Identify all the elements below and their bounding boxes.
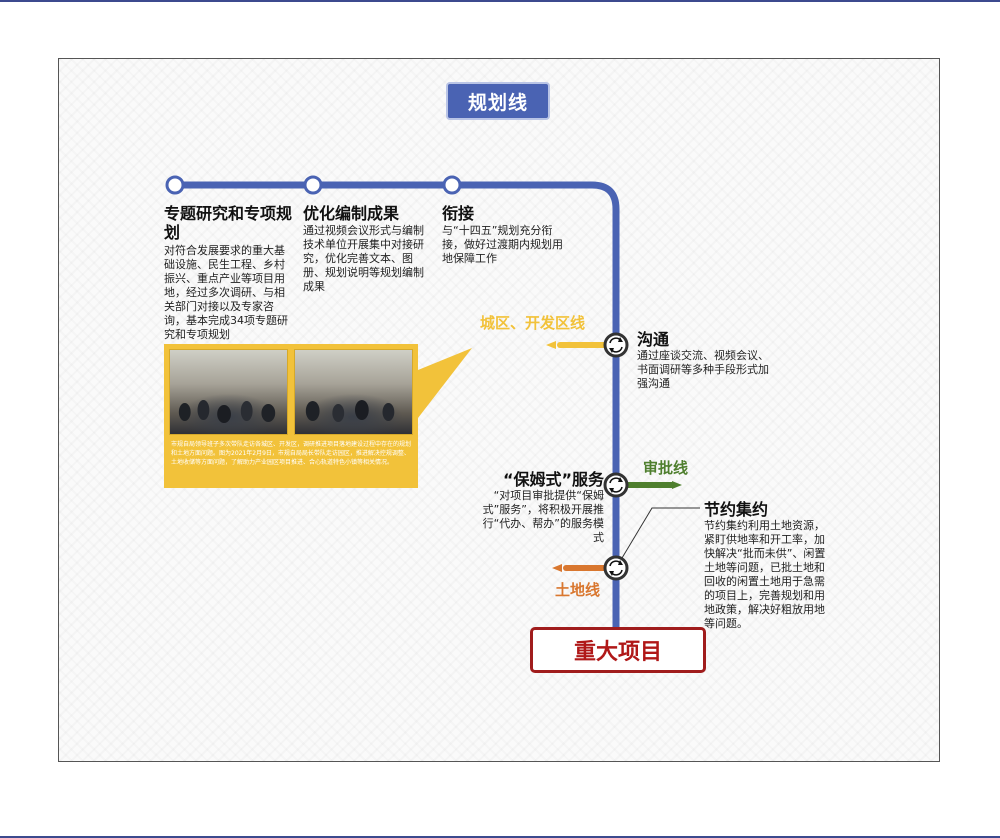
- station-2: [303, 175, 323, 195]
- top-edge-line: [0, 0, 1000, 2]
- node-communication: 沟通 通过座谈交流、视频会议、书面调研等多种手段形式加强沟通: [637, 330, 777, 391]
- node-nanny-service: “保姆式”服务 “对项目审批提供“保姆式”服务”，将积极开展推行“代办、帮办”的…: [474, 470, 604, 545]
- node-body: 节约集约利用土地资源，紧盯供地率和开工率，加快解决“批而未供”、闲置土地等问题，…: [704, 519, 826, 630]
- photo-panel: 市规自局领导班子多次带队走访各城区、开发区，调研推进项目落地建设过程中存在的规划…: [164, 344, 418, 488]
- node-heading: “保姆式”服务: [502, 470, 604, 489]
- step-heading: 衔接: [442, 204, 475, 223]
- node-body: “对项目审批提供“保姆式”服务”，将积极开展推行“代办、帮办”的服务模式: [482, 489, 604, 544]
- node-intensive-use: 节约集约 节约集约利用土地资源，紧盯供地率和开工率，加快解决“批而未供”、闲置土…: [704, 500, 832, 631]
- meeting-photo: [294, 349, 413, 435]
- step-topic-research: 专题研究和专项规划 对符合发展要求的重大基础设施、民生工程、乡村振兴、重点产业等…: [164, 204, 294, 342]
- intensive-pointer: [615, 507, 700, 569]
- step-body: 对符合发展要求的重大基础设施、民生工程、乡村振兴、重点产业等项目用地，经过多次调…: [164, 244, 288, 341]
- node-heading: 节约集约: [704, 500, 769, 519]
- node-body: 通过座谈交流、视频会议、书面调研等多种手段形式加强沟通: [637, 349, 769, 390]
- callout-pointer: [418, 348, 472, 418]
- step-connection: 衔接 与“十四五”规划充分衔接，做好过渡期内规划用地保障工作: [442, 204, 572, 266]
- bottom-edge-line: [0, 836, 1000, 838]
- interchange-nanny: [603, 472, 629, 498]
- step-heading: 优化编制成果: [303, 204, 400, 223]
- node-heading: 沟通: [637, 330, 670, 349]
- photo-caption: 市规自局领导班子多次带队走访各城区、开发区，调研推进项目落地建设过程中存在的规划…: [171, 441, 412, 466]
- approval-branch-arrow: [672, 481, 682, 489]
- district-branch-arrow: [546, 341, 556, 349]
- station-1: [165, 175, 185, 195]
- step-optimize-results: 优化编制成果 通过视频会议形式与编制技术单位开展集中对接研究，优化完善文本、图册…: [303, 204, 431, 294]
- meeting-photo: [169, 349, 288, 435]
- station-3: [442, 175, 462, 195]
- main-track: [171, 181, 620, 632]
- land-branch-arrow: [552, 564, 562, 572]
- step-body: 与“十四五”规划充分衔接，做好过渡期内规划用地保障工作: [442, 224, 563, 265]
- step-body: 通过视频会议形式与编制技术单位开展集中对接研究，优化完善文本、图册、规划说明等规…: [303, 224, 424, 293]
- destination-major-projects: 重大项目: [530, 627, 706, 673]
- step-heading: 专题研究和专项规划: [164, 204, 293, 242]
- land-line-label: 土地线: [555, 581, 601, 599]
- diagram-title: 规划线: [446, 82, 550, 120]
- interchange-land: [603, 555, 629, 581]
- approval-line-label: 审批线: [643, 459, 689, 477]
- interchange-communication: [603, 332, 629, 358]
- district-line-label: 城区、开发区线: [480, 314, 586, 332]
